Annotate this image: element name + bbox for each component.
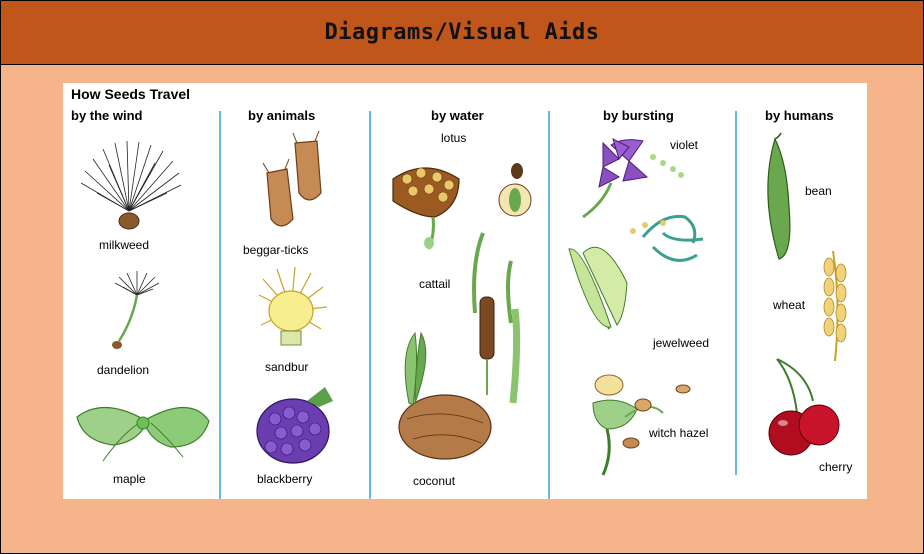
section-title: Diagrams/Visual Aids — [325, 20, 600, 45]
witch-hazel-illustration — [593, 375, 690, 475]
label-dandelion: dandelion — [97, 363, 149, 377]
heading-bursting: by bursting — [603, 108, 674, 123]
coconut-illustration — [399, 333, 491, 459]
label-bean: bean — [805, 184, 832, 198]
label-blackberry: blackberry — [257, 472, 312, 486]
label-sandbur: sandbur — [265, 360, 308, 374]
bean-illustration — [768, 133, 790, 259]
diagram-svg: How Seeds Travel by the wind by animals … — [63, 83, 867, 499]
seed-dispersal-diagram: How Seeds Travel by the wind by animals … — [63, 83, 867, 499]
dandelion-illustration — [112, 271, 159, 349]
heading-water: by water — [431, 108, 484, 123]
diagram-title: How Seeds Travel — [71, 86, 190, 102]
cherry-illustration — [769, 359, 839, 455]
section-header: Diagrams/Visual Aids — [1, 1, 923, 65]
jewelweed-illustration — [569, 216, 703, 329]
cattail-illustration — [474, 233, 517, 403]
label-wheat: wheat — [772, 298, 806, 312]
wheat-illustration — [824, 251, 846, 361]
heading-wind: by the wind — [71, 108, 143, 123]
label-milkweed: milkweed — [99, 238, 149, 252]
label-beggar-ticks: beggar-ticks — [243, 243, 308, 257]
heading-humans: by humans — [765, 108, 834, 123]
maple-illustration — [77, 407, 209, 461]
label-coconut: coconut — [413, 474, 456, 488]
label-cherry: cherry — [819, 460, 852, 474]
heading-animals: by animals — [248, 108, 315, 123]
label-violet: violet — [670, 138, 699, 152]
beggar-ticks-illustration — [263, 131, 321, 226]
violet-illustration — [583, 139, 684, 217]
label-jewelweed: jewelweed — [652, 336, 709, 350]
label-cattail: cattail — [419, 277, 450, 291]
lotus-illustration — [393, 163, 531, 249]
sandbur-illustration — [259, 267, 327, 345]
label-lotus: lotus — [441, 131, 466, 145]
label-witch-hazel: witch hazel — [648, 426, 708, 440]
blackberry-illustration — [257, 387, 333, 463]
label-maple: maple — [113, 472, 146, 486]
milkweed-illustration — [81, 141, 181, 229]
